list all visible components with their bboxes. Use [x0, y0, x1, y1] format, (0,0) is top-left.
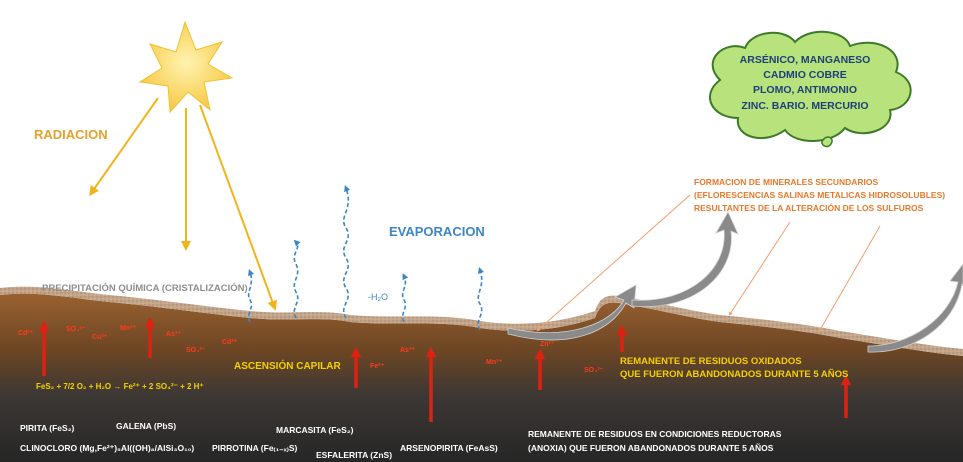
grey-curve-arrow-2 [631, 211, 739, 307]
formacion-line: RESULTANTES DE LA ALTERACIÓN DE LOS SULF… [694, 202, 924, 213]
cloud-line: PLOMO, ANTIMONIO [752, 84, 858, 97]
ion-label: Mn²⁺ [120, 325, 137, 332]
ion-label: Cu²⁺ [92, 334, 108, 341]
vapor-arrow-1 [247, 268, 255, 323]
pointer-arrow-2 [728, 221, 791, 316]
ion-label: Cd²⁺ [18, 330, 34, 337]
cloud-shape [709, 30, 912, 142]
ion-label: SO₄²⁻ [186, 347, 206, 354]
soil-layer [0, 293, 963, 462]
formacion-line: (EFLORESCENCIAS SALINAS METALICAS HIDROS… [694, 189, 946, 200]
vapor-arrow-5 [477, 266, 485, 331]
mineral-clinocloro: CLINOCLORO (Mg,Fe²⁺)₅Al((OH)₈/AlSi₃O₁₀) [20, 443, 195, 453]
vapor-arrow-3 [342, 184, 351, 319]
pointer-arrow-3 [819, 225, 881, 332]
ray-arrow-1 [89, 97, 159, 197]
remanente-reductoras-label: REMANENTE DE RESIDUOS EN CONDICIONES RED… [528, 428, 781, 455]
remanente-oxidados-line: QUE FUERON ABANDONADOS DURANTE 5 AÑOS [620, 368, 849, 380]
pointer-arrow-1 [536, 194, 691, 332]
mineral-pirita: PIRITA (FeS₂) [20, 423, 75, 433]
evaporacion-label: EVAPORACION [389, 224, 485, 239]
mineral-pirrotina: PIRROTINA (Fe₍₁₋ₓ₎S) [212, 443, 298, 453]
sun-icon [138, 20, 234, 114]
ion-label: As³⁺ [166, 331, 181, 338]
grey-curve-arrow-1 [507, 284, 637, 341]
ion-label: Fe²⁺ [370, 363, 385, 370]
mineral-arsenopirita: ARSENOPIRITA (FeAsS) [400, 443, 498, 453]
grey-curve-arrow-3 [867, 263, 963, 353]
vapor-arrow-2 [293, 239, 301, 319]
formacion-line: FORMACION DE MINERALES SECUNDARIOS [694, 177, 879, 187]
ion-label: Zn²⁺ [540, 341, 555, 348]
ray-arrow-3 [199, 104, 277, 311]
precipitacion-label: PRECIPITACIÓN QUÍMICA (CRISTALIZACIÓN) [42, 283, 248, 294]
remanente-oxidados-label: REMANENTE DE RESIDUOS OXIDADOS QUE FUERO… [620, 356, 848, 382]
radiacion-label: RADIACION [34, 127, 108, 142]
ion-label: SO₄²⁻ [584, 367, 604, 374]
ion-label: SO₄²⁻ [66, 326, 86, 333]
cloud-line: CADMIO COBRE [763, 69, 847, 82]
cloud-line: ARSÉNICO, MANGANESO [739, 54, 871, 66]
mineral-esfalerita: ESFALERITA (ZnS) [316, 450, 393, 460]
remanente-reductoras-line: (ANOXIA) QUE FUERON ABANDONADOS DURANTE … [528, 442, 774, 453]
formacion-label: FORMACION DE MINERALES SECUNDARIOS (EFLO… [694, 176, 945, 214]
mineral-marcasita: MARCASITA (FeS₂) [276, 425, 354, 435]
cloud-metals-text: ARSÉNICO, MANGANESO CADMIO COBRE PLOMO, … [712, 53, 898, 114]
cloud-line: ZINC. BARIO. MERCURIO [741, 99, 869, 112]
cloud-tail [821, 136, 833, 148]
water-loss-label: -H₂O [368, 292, 388, 302]
ion-label: Mn²⁺ [486, 359, 503, 366]
mineral-galena: GALENA (PbS) [116, 421, 177, 431]
ascension-label: ASCENSIÓN CAPILAR [234, 361, 341, 372]
crust-layer [0, 286, 963, 356]
remanente-oxidados-line: REMANENTE DE RESIDUOS OXIDADOS [620, 356, 802, 367]
ion-label: Cd²⁺ [222, 339, 238, 346]
reaction-equation: FeS₂ + 7/2 O₂ + H₂O → Fe²⁺ + 2 SO₄²⁻ + 2… [36, 382, 204, 391]
ion-label: As³⁺ [400, 347, 415, 354]
vapor-arrow-4 [401, 273, 409, 323]
remanente-reductoras-line: REMANENTE DE RESIDUOS EN CONDICIONES RED… [528, 429, 782, 439]
